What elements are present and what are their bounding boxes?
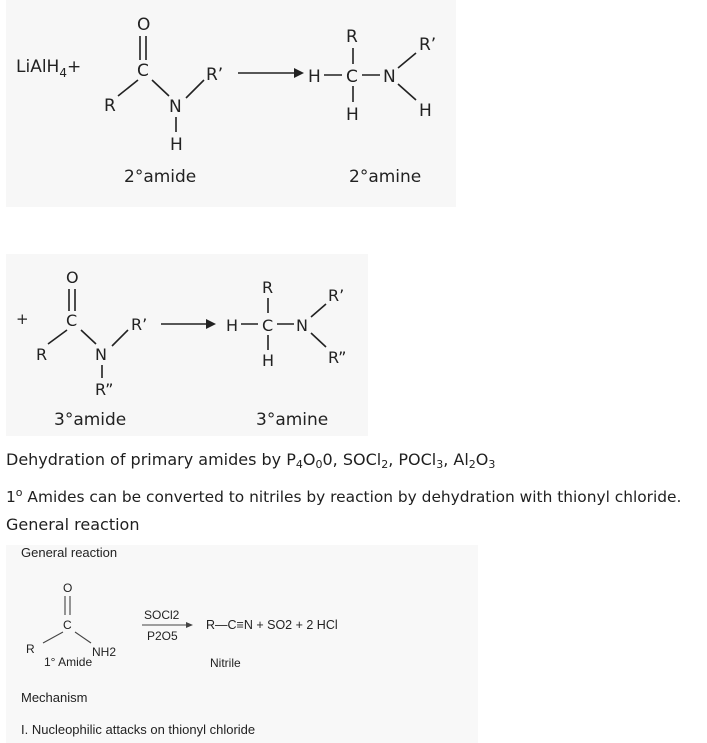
amine-atom-h-left: H <box>308 67 321 87</box>
caption-tertiary-amide: 3°amide <box>54 410 126 430</box>
dehydration-line: Dehydration of primary amides by P4O00, … <box>6 450 496 471</box>
caption-secondary-amide: 2°amide <box>124 167 196 187</box>
amine-bond-n-rprime <box>310 303 327 318</box>
amine-atom-rprime: R’ <box>328 286 344 305</box>
product-equation: R—C≡N + SO2 + 2 HCl <box>206 618 338 632</box>
reagent-top: SOCl2 <box>144 608 180 622</box>
amine-atom-n: N <box>296 316 308 335</box>
reaction-scheme-tertiary: + O C R N R’ R” R H C N H R’ R” 3°amide … <box>16 268 346 430</box>
bond-c-n <box>80 329 97 345</box>
bond-c-r <box>47 329 68 345</box>
scheme-title: General reaction <box>21 545 117 560</box>
nitrile-label: Nitrile <box>210 656 241 670</box>
amine-atom-rdouble: R” <box>328 348 346 367</box>
atom-n: N <box>95 345 107 364</box>
amine-bond-n-rprime <box>397 52 417 69</box>
reaction-panel-tertiary: + O C R N R’ R” R H C N H R’ R” 3°amide … <box>6 254 368 436</box>
amine-atom-c: C <box>346 67 358 87</box>
atom-c: C <box>137 61 149 81</box>
amine-bond-n-rdouble <box>310 332 327 348</box>
mechanism-heading: Mechanism <box>21 690 87 705</box>
reaction-scheme-secondary: LiAlH4+ O C R N R’ H R H C N H R’ H 2°am… <box>16 15 436 187</box>
mechanism-step-1: I. Nucleophilic attacks on thionyl chlor… <box>21 722 255 737</box>
reagent-bottom: P2O5 <box>147 629 178 643</box>
reaction-panel-secondary: LiAlH4+ O C R N R’ H R H C N H R’ H 2°am… <box>6 0 456 207</box>
amine-atom-h-bottom: H <box>262 351 274 370</box>
atom-rprime: R’ <box>131 315 147 334</box>
amine-atom-h-left: H <box>226 316 238 335</box>
atom-r: R <box>26 642 35 656</box>
atom-nh2: NH2 <box>92 645 116 659</box>
atom-r: R <box>36 345 47 364</box>
primary-amides-line: 1o Amides can be converted to nitriles b… <box>6 486 682 506</box>
caption-secondary-amine: 2°amine <box>349 167 421 187</box>
atom-h: H <box>170 135 183 155</box>
bond-c-r <box>117 79 139 97</box>
amine-atom-r: R <box>346 27 358 47</box>
atom-r: R <box>104 96 116 116</box>
general-reaction-heading: General reaction <box>6 515 140 534</box>
scheme-arrowhead <box>186 622 193 628</box>
atom-rprime: R’ <box>206 65 223 85</box>
atom-n: N <box>169 97 182 117</box>
amine-atom-r: R <box>262 278 273 297</box>
amine-atom-h-bottom: H <box>346 105 359 125</box>
amine-atom-n: N <box>383 67 396 87</box>
atom-c: C <box>66 311 77 330</box>
bond-n-rprime <box>185 79 205 99</box>
atom-o: O <box>66 268 79 287</box>
amine-atom-c: C <box>262 316 273 335</box>
atom-o: O <box>63 581 72 595</box>
amine-atom-rprime: R’ <box>419 35 436 55</box>
bond-c-r <box>42 631 64 644</box>
reaction-arrowhead <box>294 68 304 78</box>
general-reaction-scheme: General reaction O C R NH2 1° Amide SOCl… <box>21 545 338 737</box>
general-reaction-image: General reaction O C R NH2 1° Amide SOCl… <box>6 545 478 743</box>
reaction-arrowhead <box>206 319 216 329</box>
atom-c: C <box>63 618 72 632</box>
reagent-lialh4: LiAlH4+ <box>16 57 81 80</box>
bond-c-nh2 <box>74 631 92 644</box>
amine-atom-h-right: H <box>419 101 432 121</box>
plus-sign: + <box>16 310 29 328</box>
bond-n-rprime <box>111 329 129 347</box>
amide-label: 1° Amide <box>44 655 92 669</box>
bond-c-n <box>151 79 170 97</box>
caption-tertiary-amine: 3°amine <box>256 410 328 430</box>
atom-rdouble: R” <box>95 380 113 399</box>
atom-o: O <box>137 15 150 35</box>
amine-bond-n-h <box>397 83 417 101</box>
